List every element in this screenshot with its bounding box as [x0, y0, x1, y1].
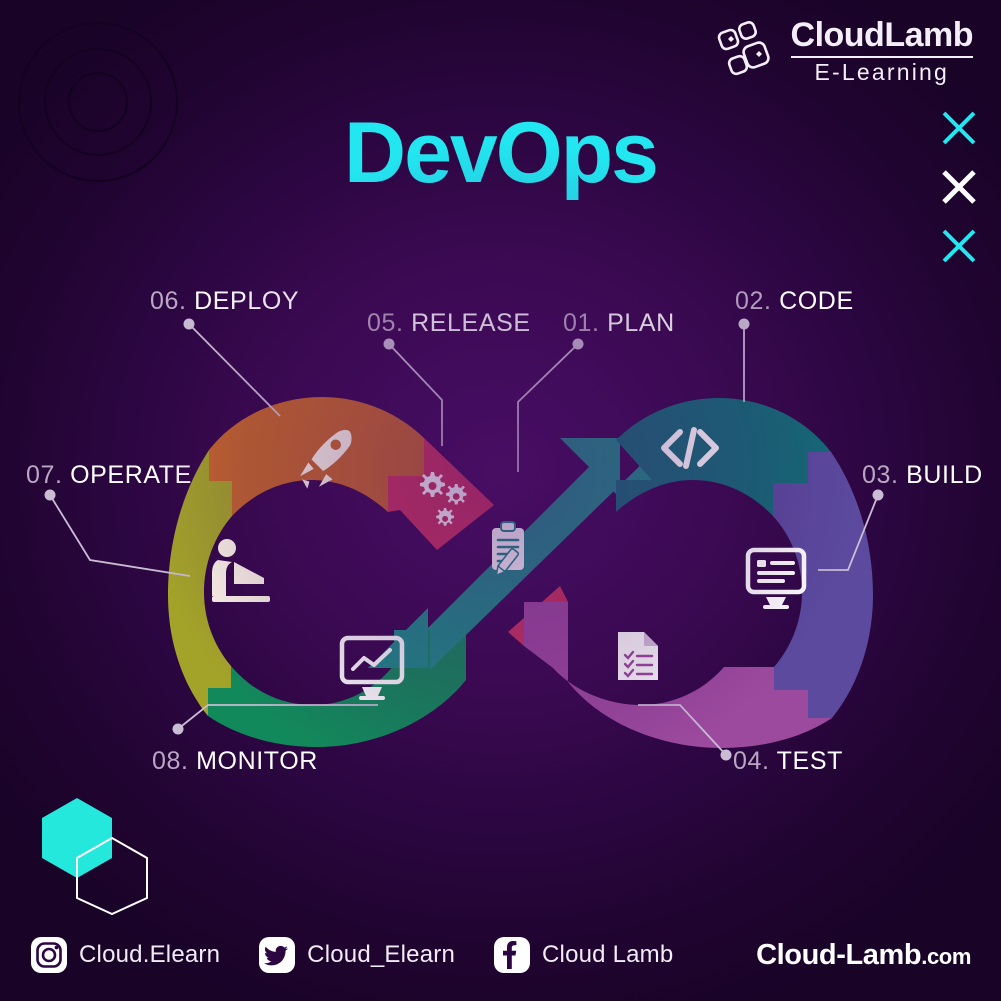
stage-number-deploy: 06.	[150, 287, 187, 315]
social-instagram[interactable]: Cloud.Elearn	[30, 936, 220, 974]
arrow-release-lower	[508, 586, 568, 646]
dot-plan	[572, 338, 584, 350]
brand-logo: CloudLamb E-Learning	[717, 16, 974, 85]
connector-monitor	[177, 704, 378, 730]
rocket-icon	[300, 429, 352, 489]
segment-build	[773, 452, 873, 718]
logo-subtitle: E-Learning	[814, 59, 950, 85]
x-mark-cyan-top-icon	[942, 111, 976, 145]
stage-label-deploy: 06. DEPLOY	[150, 289, 299, 314]
facebook-handle: Cloud Lamb	[542, 941, 674, 968]
devops-loop-svg	[44, 318, 884, 761]
code-brackets-icon	[661, 427, 719, 469]
connector-plan	[517, 343, 579, 472]
stage-number-code: 02.	[735, 287, 772, 315]
stage-label-build: 03. BUILD	[862, 463, 983, 488]
stage-label-code: 02. CODE	[735, 289, 854, 314]
dot-test	[720, 749, 732, 761]
person-laptop-icon	[212, 539, 270, 602]
stage-label-plan: 01. PLAN	[563, 311, 675, 336]
dot-code	[738, 318, 750, 330]
twitter-icon[interactable]	[258, 936, 296, 974]
dot-monitor	[172, 723, 184, 735]
social-facebook[interactable]: Cloud Lamb	[493, 936, 673, 974]
segment-code	[616, 398, 831, 516]
arrow-plan-head-top	[560, 438, 620, 498]
instagram-icon[interactable]	[30, 936, 68, 974]
stage-name-build: BUILD	[906, 461, 983, 489]
gears-icon	[420, 472, 467, 526]
devops-infinity-diagram	[0, 250, 1001, 810]
stage-label-operate: 07. OPERATE	[26, 463, 192, 488]
clipboard-pencil-icon	[492, 521, 524, 577]
stage-number-build: 03.	[862, 461, 899, 489]
stage-name-monitor: MONITOR	[196, 747, 318, 775]
logo-name: CloudLamb	[790, 16, 974, 54]
dot-release	[383, 338, 395, 350]
website-tld: .com	[921, 943, 971, 969]
x-mark-cyan-bottom-icon	[942, 229, 976, 263]
hexagon-decoration	[40, 796, 155, 916]
cloudlamb-diamond-logo-icon	[717, 20, 770, 76]
stage-name-code: CODE	[779, 287, 854, 315]
facebook-icon[interactable]	[493, 936, 531, 974]
ring-outer	[18, 22, 178, 182]
hexagon-pair-icon	[42, 798, 148, 916]
stage-label-release: 05. RELEASE	[367, 311, 531, 336]
connector-test	[638, 704, 727, 756]
stage-name-deploy: DEPLOY	[194, 287, 300, 315]
stage-name-plan: PLAN	[607, 309, 675, 337]
website-name: Cloud-Lamb	[756, 938, 922, 971]
connector-deploy	[188, 323, 281, 417]
stage-name-test: TEST	[776, 747, 843, 775]
footer-social-bar: Cloud.Elearn Cloud_Elearn Cloud Lamb Clo…	[0, 927, 1001, 983]
stage-label-test: 04. TEST	[733, 749, 843, 774]
twitter-handle: Cloud_Elearn	[307, 941, 455, 968]
social-twitter[interactable]: Cloud_Elearn	[258, 936, 455, 974]
stage-number-release: 05.	[367, 309, 404, 337]
stage-number-plan: 01.	[563, 309, 600, 337]
x-mark-white-icon	[942, 170, 976, 204]
dot-deploy	[183, 318, 195, 330]
page-title: DevOps	[343, 105, 659, 201]
segment-test	[524, 602, 832, 748]
concentric-circles-decoration	[18, 22, 178, 182]
instagram-handle: Cloud.Elearn	[79, 941, 221, 968]
connector-release	[388, 343, 443, 446]
x-marks-decoration	[939, 108, 979, 266]
checklist-document-icon	[618, 632, 658, 680]
monitor-code-icon	[745, 547, 807, 609]
stage-number-operate: 07.	[26, 461, 63, 489]
stage-name-release: RELEASE	[411, 309, 531, 337]
dot-build	[872, 489, 884, 501]
logo-divider	[790, 56, 973, 58]
stage-label-monitor: 08. MONITOR	[152, 749, 318, 774]
connector-dots	[44, 318, 884, 761]
ring-inner	[68, 72, 128, 132]
connector-build	[818, 494, 879, 571]
dot-operate	[44, 489, 56, 501]
website-url[interactable]: Cloud-Lamb.com	[756, 939, 971, 972]
ring-middle	[44, 48, 152, 156]
stage-number-test: 04.	[733, 747, 770, 775]
connector-operate	[49, 494, 191, 577]
stage-name-operate: OPERATE	[70, 461, 192, 489]
monitor-chart-icon	[339, 635, 405, 700]
segment-operate	[168, 450, 232, 716]
stage-number-monitor: 08.	[152, 747, 189, 775]
